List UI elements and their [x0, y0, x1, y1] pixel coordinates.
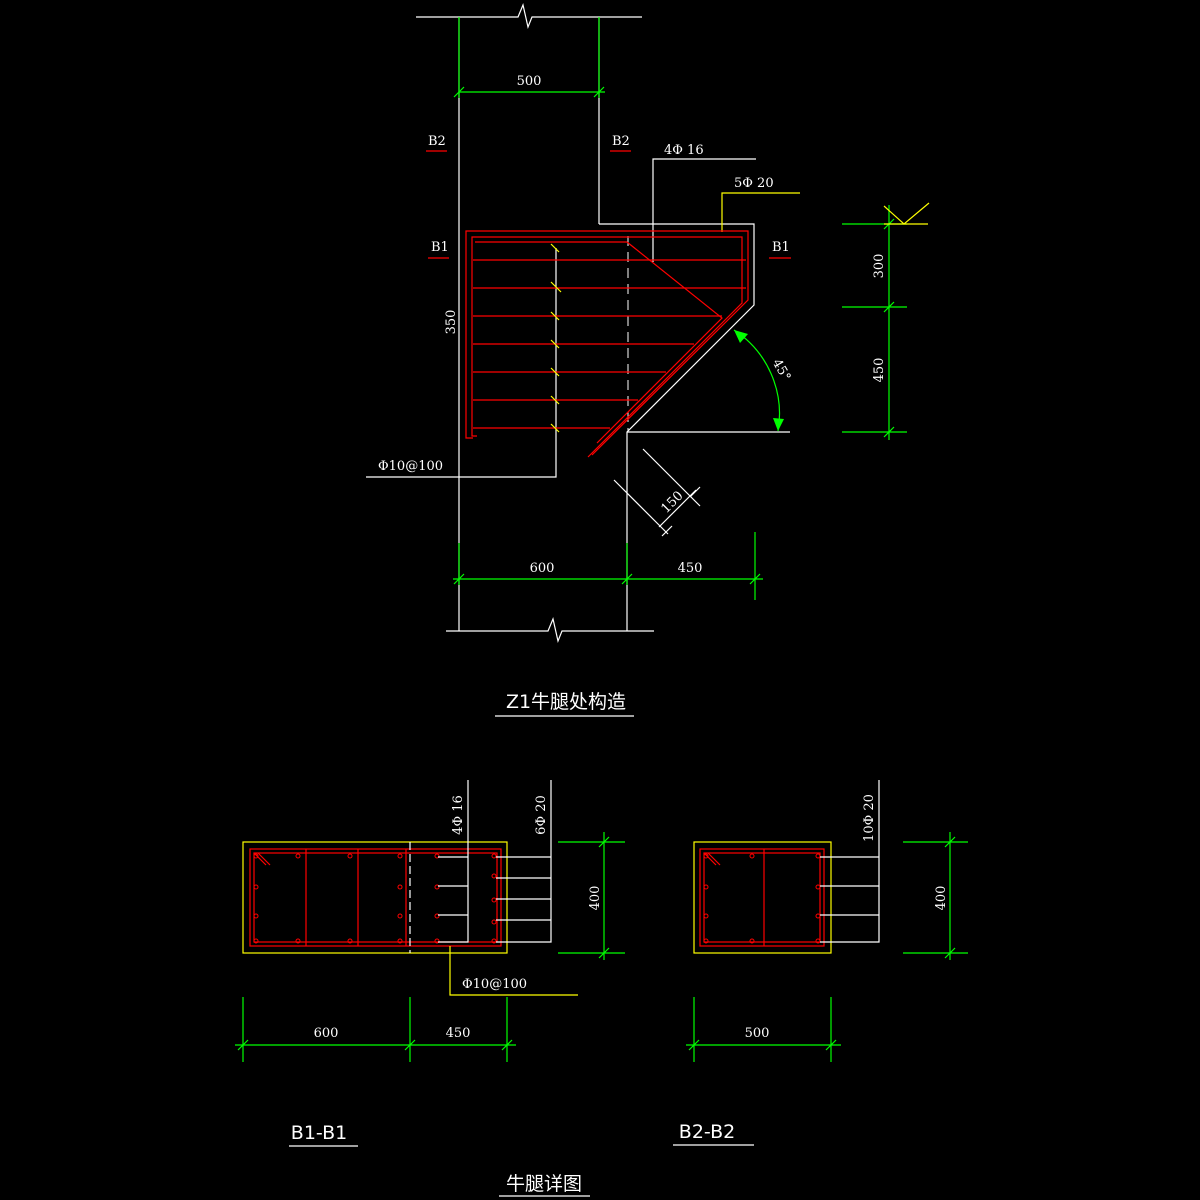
angle-text: 45° — [769, 357, 794, 384]
b1-outline — [242, 841, 508, 954]
corbel-elevation: 500 B2 B2 B1 B1 4Φ 16 5Φ 20 — [366, 3, 930, 717]
top-break-line — [416, 3, 642, 30]
dim-bottom: 600 450 — [453, 532, 763, 600]
svg-text:4Φ 16: 4Φ 16 — [664, 143, 704, 158]
svg-text:B2: B2 — [428, 134, 446, 149]
dim-text-350: 350 — [444, 310, 459, 335]
b2-rebar-dots — [703, 853, 821, 944]
b1-dim-450: 450 — [446, 1026, 471, 1041]
b1-label-bars-b: 6Φ 20 — [534, 795, 549, 835]
svg-text:B1: B1 — [772, 240, 790, 255]
sheet-title: 牛腿详图 — [506, 1173, 582, 1195]
svg-text:5Φ 20: 5Φ 20 — [734, 176, 774, 191]
section-mark-b1-right: B1 — [769, 240, 791, 259]
svg-text:B2: B2 — [612, 134, 630, 149]
dim-text-150: 150 — [658, 488, 686, 516]
dim-right-vertical: 300 450 — [842, 205, 907, 440]
stirrup-ticks — [550, 243, 562, 433]
dim-text-450: 450 — [678, 561, 703, 576]
b2-dim-500: 500 — [745, 1026, 770, 1041]
level-mark — [883, 202, 930, 225]
b1-label-bars-a: 4Φ 16 — [451, 795, 466, 835]
b2-title: B2-B2 — [679, 1121, 735, 1143]
dim-text-600: 600 — [530, 561, 555, 576]
b1-title: B1-B1 — [291, 1122, 347, 1144]
section-b2: 10Φ 20 400 500 B2-B2 — [673, 780, 968, 1146]
b1-rebar-dots — [253, 853, 497, 944]
stirrup-leader: Φ10@100 — [366, 248, 557, 478]
b1-dim-400: 400 — [588, 886, 603, 911]
bottom-break-line — [446, 617, 654, 644]
b1-dim-600: 600 — [314, 1026, 339, 1041]
label-sloped-bars: 5Φ 20 — [721, 176, 800, 232]
label-top-bars: 4Φ 16 — [652, 143, 756, 262]
dim-text-300: 300 — [872, 254, 887, 279]
corbel-rebar — [465, 230, 749, 458]
b2-outline — [693, 841, 832, 954]
angle-45: 45° — [733, 329, 794, 432]
column-outline — [458, 17, 790, 631]
dim-text-450-vertical: 450 — [872, 358, 887, 383]
section-b1: 4Φ 16 6Φ 20 Φ10@100 400 600 450 B1-B1 — [235, 780, 625, 1147]
section-mark-b1-left: B1 — [428, 240, 449, 259]
dim-column-top-width: 500 — [453, 17, 605, 98]
section-mark-b2-left: B2 — [426, 134, 447, 152]
svg-text:B1: B1 — [431, 240, 449, 255]
svg-text:Φ10@100: Φ10@100 — [378, 459, 443, 474]
b2-label-bars: 10Φ 20 — [862, 794, 877, 842]
section-mark-b2-right: B2 — [610, 134, 631, 152]
b1-label-stirrups: Φ10@100 — [462, 977, 527, 992]
b2-dim-400: 400 — [934, 886, 949, 911]
dim-text-500: 500 — [517, 74, 542, 89]
elevation-title: Z1牛腿处构造 — [506, 691, 626, 713]
